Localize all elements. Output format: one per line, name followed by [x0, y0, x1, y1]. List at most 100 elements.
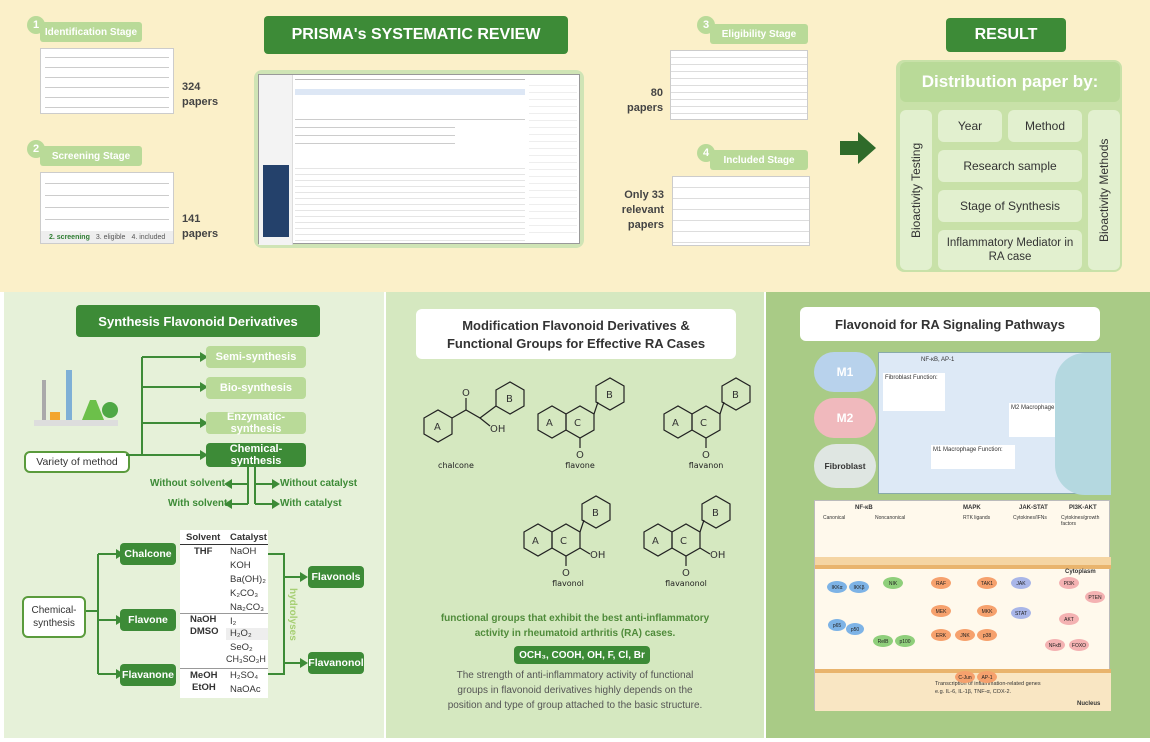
- catalyst-cell: H₂O₂: [230, 628, 252, 639]
- svg-text:C: C: [680, 536, 687, 547]
- reactant-flavanone: Flavanone: [120, 664, 176, 686]
- nfkb-ap1-label: NF-κB, AP-1: [921, 357, 955, 363]
- svg-text:NIK: NIK: [889, 581, 898, 587]
- activity-strength-text: The strength of anti-inflammatory activi…: [447, 670, 703, 711]
- lab-equipment-icon: [34, 370, 118, 426]
- functional-groups-text: functional groups that exhibit the best …: [440, 613, 710, 639]
- sheet-tab[interactable]: 4. included: [131, 233, 166, 241]
- sheet-tab[interactable]: 3. eligible: [95, 233, 126, 241]
- method-chemical-synthesis: Chemical-synthesis: [206, 443, 306, 467]
- catalyst-cell: K₂CO₃: [230, 588, 259, 599]
- molecule-label: flavanon: [689, 461, 724, 470]
- svg-text:IKKα: IKKα: [832, 585, 843, 591]
- solvent-cell: DMSO: [190, 626, 219, 637]
- node: p100: [895, 635, 915, 647]
- method-semi-synthesis: Semi-synthesis: [206, 346, 306, 368]
- solvent-cell: EtOH: [192, 682, 216, 693]
- pathway-jakstat: JAK-STAT: [1019, 505, 1048, 511]
- node: IKKβ: [849, 581, 869, 593]
- genes-label: e.g. IL-6, IL-1β, TNF-α, COX-2.: [935, 689, 1012, 695]
- node: PI3K: [1059, 577, 1079, 589]
- svg-text:p38: p38: [983, 633, 992, 639]
- svg-text:C: C: [560, 536, 567, 547]
- chemical-synthesis-box: Chemical-synthesis: [22, 596, 86, 638]
- pathway-sub: Noncanonical: [875, 515, 906, 521]
- spreadsheet-thumbnail: [672, 176, 810, 246]
- hydrolyses-label: hydrolyses: [287, 588, 298, 641]
- synthesis-title: Synthesis Flavonoid Derivatives: [76, 305, 320, 337]
- node: TAK1: [977, 577, 997, 589]
- pathway-pi3kakt: PI3K-AKT: [1069, 505, 1097, 511]
- svg-text:A: A: [652, 536, 659, 547]
- svg-text:NFκB: NFκB: [1049, 643, 1062, 649]
- pathway-sub: Cytokines/growth factors: [1061, 515, 1100, 527]
- node: IKKα: [827, 581, 847, 593]
- node: C-Jun: [955, 671, 975, 683]
- svg-text:O: O: [562, 568, 570, 579]
- signaling-title: Flavonoid for RA Signaling Pathways: [800, 307, 1100, 341]
- svg-text:p100: p100: [899, 639, 910, 645]
- modification-title: Modification Flavonoid Derivatives & Fun…: [416, 309, 736, 359]
- transcription-label: Transcription of inflammation-related ge…: [935, 681, 1041, 687]
- pathway-diagram: Cytoplasm Nucleus Transcription of infla…: [814, 500, 1111, 711]
- svg-text:OH: OH: [710, 550, 725, 561]
- node: JNK: [955, 629, 975, 641]
- sheet-tab[interactable]: 2. screening: [49, 233, 90, 241]
- cytoplasm-label: Cytoplasm: [1065, 569, 1096, 575]
- catalyst-cell: CH₃SO₃H: [226, 654, 266, 664]
- svg-text:p65: p65: [833, 623, 842, 629]
- pathway-nfkb: NF-κB: [855, 505, 873, 511]
- product-flavanonol: Flavanonol: [308, 652, 364, 674]
- svg-text:FOXO: FOXO: [1072, 643, 1086, 649]
- stage-label: Identification Stage: [40, 22, 142, 42]
- svg-text:C: C: [574, 418, 581, 429]
- reactant-flavone: Flavone: [120, 609, 176, 631]
- node: MEK: [931, 605, 951, 617]
- svg-text:MKK: MKK: [982, 609, 994, 615]
- stage-label: Screening Stage: [40, 146, 142, 166]
- svg-text:O: O: [576, 450, 584, 461]
- molecule-label: chalcone: [438, 461, 474, 470]
- svg-text:A: A: [434, 422, 441, 433]
- catalyst-cell: I₂: [230, 616, 237, 627]
- svg-text:AKT: AKT: [1064, 617, 1074, 623]
- svg-text:O: O: [462, 388, 470, 399]
- catalyst-cell: Na₂CO₃: [230, 602, 264, 613]
- table-header-solvent: Solvent: [186, 532, 221, 543]
- review-software-screenshot: [254, 70, 584, 248]
- pathway-mapk: MAPK: [963, 505, 981, 511]
- solvent-cell: THF: [194, 546, 213, 557]
- catalyst-cell: Ba(OH)₂: [230, 574, 266, 585]
- sheet-tabs: 2. screening 3. eligible 4. included: [41, 231, 173, 243]
- node: p38: [977, 629, 997, 641]
- without-catalyst-label: Without catalyst: [280, 478, 358, 489]
- software-window: [258, 74, 580, 245]
- node: JAK: [1011, 577, 1031, 589]
- svg-text:O: O: [682, 568, 690, 579]
- node: FOXO: [1069, 639, 1089, 651]
- result-item: Research sample: [938, 150, 1082, 182]
- pathway-sub: Cytokines/IFNs: [1013, 515, 1047, 521]
- svg-text:TAK1: TAK1: [981, 581, 993, 587]
- catalyst-cell: NaOH: [230, 546, 257, 557]
- result-vertical-right: Bioactivity Methods: [1088, 110, 1120, 270]
- macrophage-diagram: Fibroblast Function: M1 Macrophage Funct…: [878, 352, 1111, 495]
- catalyst-cell: KOH: [230, 560, 251, 571]
- with-solvent-label: With solvent: [168, 498, 228, 509]
- svg-text:O: O: [702, 450, 710, 461]
- spreadsheet-thumbnail: [40, 48, 174, 114]
- svg-text:AP-1: AP-1: [981, 675, 992, 681]
- node: STAT: [1011, 607, 1031, 619]
- svg-text:B: B: [712, 508, 719, 519]
- svg-text:PI3K: PI3K: [1064, 581, 1076, 587]
- spreadsheet-thumbnail: [670, 50, 808, 120]
- result-item: Method: [1008, 110, 1082, 142]
- cell-m1: M1: [814, 352, 876, 392]
- svg-text:STAT: STAT: [1015, 611, 1027, 617]
- method-bio-synthesis: Bio-synthesis: [206, 377, 306, 399]
- node: NIK: [883, 577, 903, 589]
- svg-text:C-Jun: C-Jun: [958, 675, 972, 681]
